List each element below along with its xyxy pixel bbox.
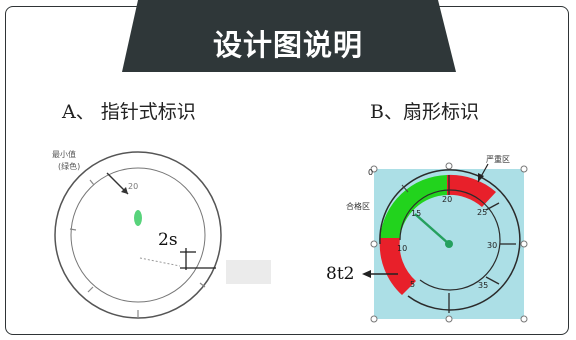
dial-b-tick-5: 5 xyxy=(410,280,415,289)
dial-b-inner-arc xyxy=(399,189,501,291)
min-value-label: 最小值 xyxy=(52,149,76,159)
section-a-label: A、 指针式标识 xyxy=(62,101,196,123)
dial-b-tick-15: 15 xyxy=(411,209,421,218)
banner-title: 设计图说明 xyxy=(212,28,363,62)
red-sector-top xyxy=(447,174,496,207)
min-value-sublabel: (绿色) xyxy=(58,161,80,171)
red-zone-arrow-icon xyxy=(478,173,484,182)
dial-b-outer-arc xyxy=(379,169,521,311)
dial-a-outer-ring xyxy=(54,151,222,319)
dial-b-tick-30: 30 xyxy=(487,241,497,250)
dial-b-ticks xyxy=(448,175,516,313)
dial-b-zero-label: 0 xyxy=(368,168,373,177)
dial-a-inner-ring xyxy=(70,167,206,303)
side-annotation-8t2: 8t2 xyxy=(326,264,354,284)
dial-b-tick-25: 25 xyxy=(477,208,487,217)
green-zone-label: 合格区 xyxy=(346,201,370,211)
min-value-arrow-icon xyxy=(121,187,128,194)
selection-handles xyxy=(370,162,528,323)
dial-b-needle xyxy=(414,213,450,245)
sector-dial: 0 5 10 15 20 25 30 35 合格区 严重区 8t2 xyxy=(326,154,528,323)
dial-b-tick-35: 35 xyxy=(478,281,488,290)
annotation-2s: 2s xyxy=(158,230,178,250)
red-sector-bottom xyxy=(379,238,416,295)
dial-a-ticks xyxy=(69,179,206,318)
dial-a-tick-label: 20 xyxy=(128,182,138,191)
section-b-label: B、扇形标识 xyxy=(370,101,479,123)
title-banner xyxy=(122,0,456,72)
side-annotation-arrow-icon xyxy=(362,270,371,278)
pointer-dial: 最小值 (绿色) 20 2s xyxy=(52,149,271,319)
dial-b-tick-20: 20 xyxy=(442,195,452,204)
dial-b-needle-hub xyxy=(445,240,453,248)
red-zone-label: 严重区 xyxy=(486,154,510,164)
green-pointer-mark xyxy=(134,210,142,226)
blurred-annotation xyxy=(226,260,271,284)
dial-b-tick-10: 10 xyxy=(397,244,407,253)
